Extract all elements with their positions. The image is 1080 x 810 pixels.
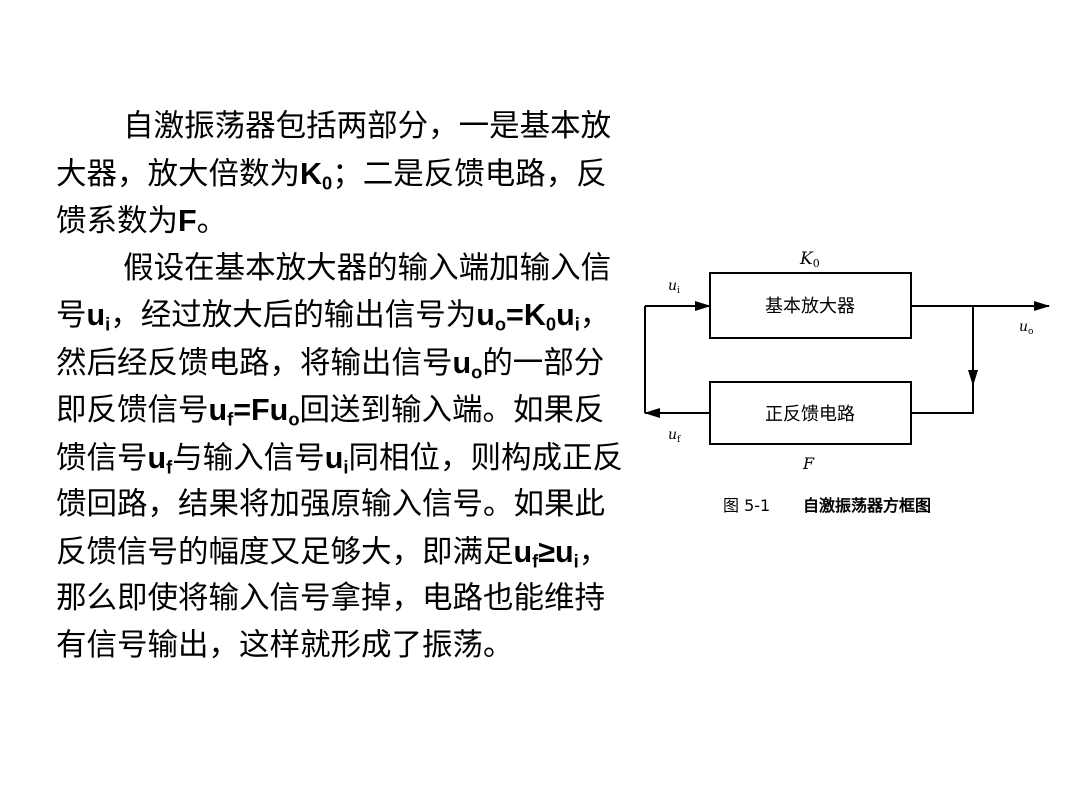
p2-u-5: u	[208, 393, 228, 427]
p2-s6: 与输入信号	[172, 440, 325, 476]
p2-u-7: u	[324, 440, 344, 475]
p2-u-3: u	[556, 298, 575, 332]
p2-i-4: i	[573, 549, 579, 571]
p2-u-4: u	[452, 345, 472, 380]
k0-label: K0	[799, 249, 820, 270]
p2-u-1: u	[86, 298, 106, 332]
p1-k-sub: 0	[322, 171, 333, 193]
p1-text-b: ；二是反馈电路，反馈系数为	[56, 156, 607, 240]
p2-i-3: i	[343, 455, 349, 477]
p2-zero: 0	[545, 313, 557, 335]
figure-number: 图 5-1	[723, 496, 770, 515]
p2-s7: 同相位，则构成正反馈回路，结果将加强原输入信号。如果此反馈信号的幅度又足够大，即…	[56, 440, 623, 570]
p2-i-2: i	[574, 313, 580, 335]
amplifier-box	[709, 272, 912, 339]
p1-f: F	[178, 204, 197, 238]
figure-caption: 自激振荡器方框图	[803, 496, 931, 515]
p1-text-a: 自激振荡器包括两部分，一是基本放大器，放大倍数为	[56, 109, 612, 192]
p2-o-3: o	[288, 408, 300, 430]
p2-eqk: =K	[506, 298, 546, 332]
p2-s8: ，那么即使将输入信号拿掉，电路也能维持有信号输出，这样就形成了振荡。	[56, 534, 610, 663]
p2-f-1: f	[227, 408, 234, 430]
p2-i-1: i	[105, 313, 111, 335]
feedback-label: 正反馈电路	[765, 404, 855, 425]
p2-u-6: u	[147, 440, 167, 475]
feedback-return-wire	[911, 385, 974, 414]
f-label: F	[802, 454, 815, 473]
amplifier-label: 基本放大器	[765, 296, 855, 317]
p2-eqf: =Fu	[233, 393, 289, 427]
p2-f-3: f	[532, 549, 539, 571]
p2-o-2: o	[471, 360, 483, 382]
uf-label: uf	[668, 427, 681, 445]
ui-label: ui	[668, 278, 680, 296]
p2-o-1: o	[494, 313, 507, 335]
oscillator-block-diagram: K0 基本放大器 正反馈电路 ui uo uf F 图 5-1 自激振荡器方框图	[644, 249, 1050, 515]
text-block: 自激振荡器包括两部分，一是基本放大器，放大倍数为K0；二是反馈电路，反馈系数为F…	[56, 104, 631, 669]
paragraph-2: 假设在基本放大器的输入端加输入信号ui，经过放大后的输出信号为uo=K0ui，然…	[56, 246, 631, 670]
p2-u-8: u	[513, 534, 533, 569]
p2-s2: ，经过放大后的输出信号为	[110, 298, 477, 333]
p2-f-2: f	[166, 455, 173, 477]
p2-s4: 的一部分即反馈信号	[56, 345, 605, 429]
p2-u-2: u	[476, 298, 495, 332]
paragraph-1: 自激振荡器包括两部分，一是基本放大器，放大倍数为K0；二是反馈电路，反馈系数为F…	[56, 104, 631, 246]
p2-s5: 回送到输入端。如果反馈信号	[56, 393, 605, 476]
p1-k: K	[300, 156, 323, 191]
p2-s3: ，然后经反馈电路，将输出信号	[56, 298, 611, 381]
uo-label: uo	[1019, 319, 1033, 337]
p2-ge: ≥u	[538, 534, 574, 569]
p2-s1: 假设在基本放大器的输入端加输入信号	[56, 250, 612, 334]
p1-text-c: 。	[196, 204, 228, 239]
